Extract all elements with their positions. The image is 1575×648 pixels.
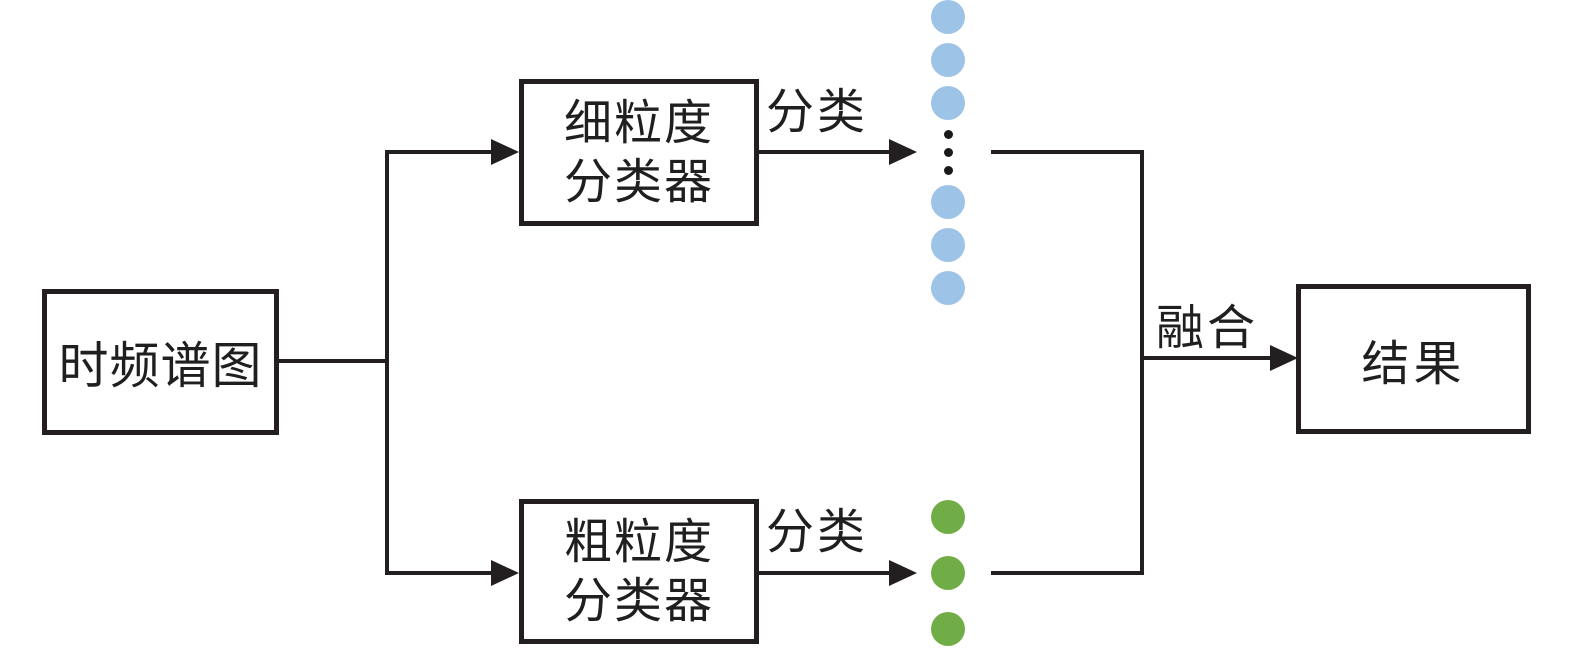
edge-label-classify-coarse: 分类 <box>766 504 869 560</box>
fine-output-dot <box>931 86 965 120</box>
coarse-output-dots <box>931 500 965 646</box>
arrow-fusion-to-result-shaft <box>1140 356 1272 360</box>
arrow-coarse-to-outputs-head-icon <box>889 560 917 586</box>
node-spectrogram-label: 时频谱图 <box>58 337 263 395</box>
arrow-fine-to-outputs-shaft <box>757 150 891 154</box>
fine-output-dot-column <box>931 0 965 305</box>
arrow-fine-to-outputs-head-icon <box>889 139 917 165</box>
node-coarse-classifier-label-line2: 分类器 <box>563 572 714 629</box>
node-spectrogram: 时频谱图 <box>42 289 279 435</box>
vertical-ellipsis-icon <box>943 130 953 175</box>
coarse-output-dot <box>931 612 965 646</box>
coarse-output-dot <box>931 500 965 534</box>
fine-output-dots-upper <box>931 0 965 120</box>
arrow-branch-to-coarse-head-icon <box>491 560 519 586</box>
node-fine-classifier-label-line1: 细粒度 <box>563 94 714 151</box>
arrow-branch-to-fine-head-icon <box>491 139 519 165</box>
fine-output-dot <box>931 228 965 262</box>
node-fine-classifier: 细粒度 分类器 <box>519 79 759 226</box>
branch-vertical-line <box>385 150 389 575</box>
arrow-coarse-to-outputs-shaft <box>757 571 891 575</box>
connector-fine-outputs-to-collector <box>991 150 1142 154</box>
arrow-branch-to-coarse-shaft <box>385 571 492 575</box>
edge-label-classify-fine: 分类 <box>766 84 869 140</box>
coarse-output-dot <box>931 556 965 590</box>
fine-output-dot <box>931 185 965 219</box>
node-coarse-classifier: 粗粒度 分类器 <box>519 499 759 644</box>
coarse-output-dot-column <box>931 500 965 646</box>
node-result-label: 结果 <box>1361 336 1466 392</box>
ellipsis-dot <box>943 148 953 157</box>
fine-output-dot <box>931 43 965 77</box>
fine-output-dots-lower <box>931 185 965 305</box>
arrow-branch-to-fine-shaft <box>385 150 492 154</box>
fine-output-dot <box>931 271 965 305</box>
node-fine-classifier-label-line2: 分类器 <box>563 153 714 210</box>
collector-vertical-line <box>1140 150 1144 575</box>
connector-input-to-branch <box>278 359 388 363</box>
ellipsis-dot <box>943 130 953 139</box>
node-result: 结果 <box>1296 284 1531 434</box>
ellipsis-dot <box>943 166 953 175</box>
connector-coarse-outputs-to-collector <box>991 571 1142 575</box>
fine-output-dot <box>931 0 965 34</box>
node-coarse-classifier-label-line1: 粗粒度 <box>563 513 714 570</box>
arrow-fusion-to-result-head-icon <box>1270 345 1298 371</box>
edge-label-fusion: 融合 <box>1156 300 1259 356</box>
